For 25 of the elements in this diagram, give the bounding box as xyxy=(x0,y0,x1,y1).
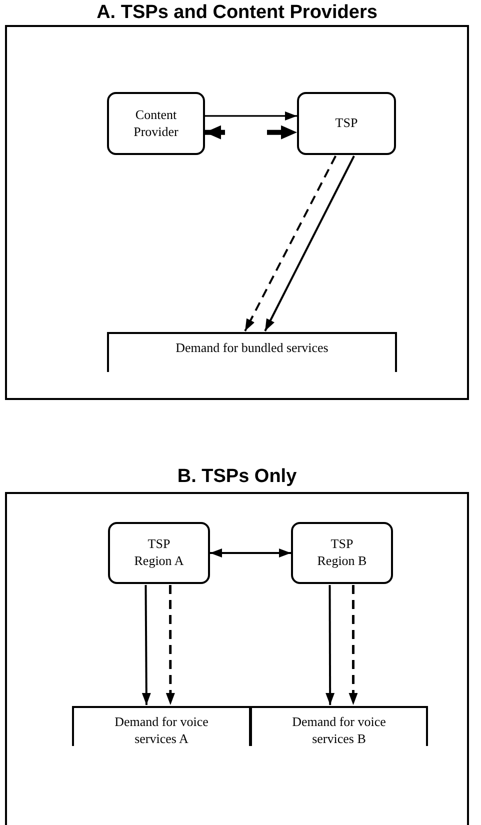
demand-box xyxy=(107,332,397,372)
arrow xyxy=(205,125,297,140)
demand-box xyxy=(250,706,428,746)
arrow xyxy=(348,585,358,705)
arrow xyxy=(166,585,175,705)
box-label: Content Provider xyxy=(132,106,180,140)
arrow xyxy=(205,111,297,120)
arrow xyxy=(244,156,336,332)
arrow xyxy=(142,585,151,705)
box-label: Demand for voice services A xyxy=(114,714,210,748)
process-box xyxy=(108,522,210,584)
process-box xyxy=(291,522,393,584)
panel-title: B. TSPs Only xyxy=(177,466,297,488)
process-box xyxy=(107,92,205,155)
arrow xyxy=(264,156,355,332)
panel-title: A. TSPs and Content Providers xyxy=(96,2,378,24)
box-label: TSP Region A xyxy=(133,536,185,570)
box-label: TSP xyxy=(335,115,358,132)
box-label: Demand for voice services B xyxy=(291,714,387,748)
process-box xyxy=(297,92,396,155)
box-label: TSP Region B xyxy=(316,536,368,570)
arrow xyxy=(210,548,291,558)
demand-box xyxy=(72,706,251,746)
box-label: Demand for bundled services xyxy=(176,340,328,357)
arrow xyxy=(326,585,335,705)
